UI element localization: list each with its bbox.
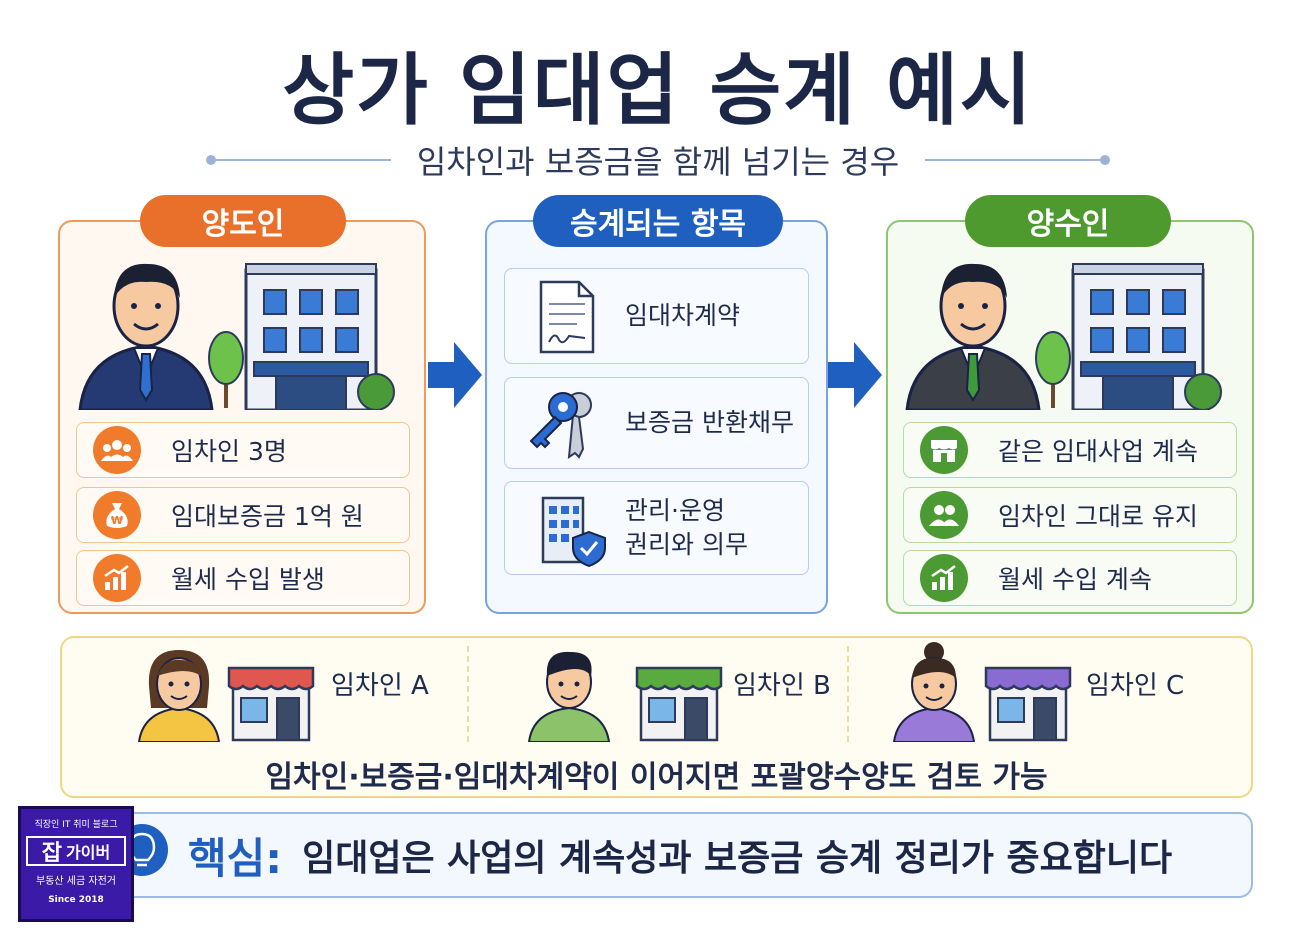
- tenant-a-name: 임차인 A: [331, 671, 429, 701]
- key-point-text: 임대업은 사업의 계속성과 보증금 승계 정리가 중요합니다: [302, 838, 1173, 879]
- seller-header: 양도인: [140, 195, 346, 247]
- badge-logo-small: 가이버: [66, 843, 111, 862]
- transferred-items-header: 승계되는 항목: [533, 195, 783, 247]
- seller-item-tenants: 임차인 3명: [76, 422, 410, 478]
- bush-icon: [357, 373, 395, 410]
- subtitle-row: 임차인과 보증금을 함께 넘기는 경우: [206, 140, 1110, 181]
- tenant-c-name: 임차인 C: [1086, 671, 1185, 701]
- store-icon: [920, 426, 968, 474]
- page-subtitle: 임차인과 보증금을 함께 넘기는 경우: [416, 143, 900, 181]
- seller-item-label: 임차인 3명: [171, 437, 287, 466]
- buyer-item-tenants: 임차인 그대로 유지: [903, 487, 1237, 543]
- buyer-item-business: 같은 임대사업 계속: [903, 422, 1237, 478]
- businessman-avatar: [78, 263, 214, 410]
- growth-chart-icon: [93, 554, 141, 602]
- buyer-header: 양수인: [965, 195, 1171, 247]
- badge-tagline: 직장인 IT 취미 블로그: [34, 820, 118, 830]
- blog-logo-badge: 직장인 IT 취미 블로그 잡 가이버 부동산 세금 자전거 Since 201…: [18, 806, 134, 922]
- seller-item-deposit: ₩ 임대보증금 1억 원: [76, 487, 410, 543]
- building-icon: [244, 263, 378, 410]
- tenants-note: 임차인·보증금·임대차계약이 이어지면 포괄양수양도 검토 가능: [265, 760, 1048, 795]
- store-icon: [635, 666, 723, 742]
- badge-logo: 잡 가이버: [26, 836, 126, 866]
- subtitle-divider-left: [206, 155, 391, 165]
- right-arrow-icon: [428, 342, 482, 408]
- transferred-item-deposit-obligation: 보증금 반환채무: [504, 377, 809, 469]
- contract-document-icon: [539, 280, 595, 354]
- businessman-avatar: [905, 263, 1041, 410]
- key-point-box: 핵심: 임대업은 사업의 계속성과 보증금 승계 정리가 중요합니다: [100, 812, 1253, 898]
- transferred-item-label-line1: 관리·운영: [625, 496, 725, 525]
- svg-text:₩: ₩: [111, 514, 123, 527]
- tenant-b-name: 임차인 B: [733, 671, 831, 701]
- tenant-divider: [847, 646, 849, 742]
- tenant-a-illustration: [137, 650, 315, 742]
- buyer-illustration: [905, 263, 1222, 410]
- transferred-item-label: 보증금 반환채무: [625, 408, 794, 437]
- store-icon: [227, 666, 315, 742]
- keys-icon: [529, 392, 592, 459]
- buyer-item-rent: 월세 수입 계속: [903, 550, 1237, 606]
- buyer-item-label: 월세 수입 계속: [998, 565, 1152, 594]
- key-point-label: 핵심:: [188, 833, 283, 883]
- seller-item-label: 월세 수입 발생: [171, 565, 325, 594]
- people-icon: [93, 426, 141, 474]
- tenant-divider: [467, 646, 469, 742]
- growth-chart-icon: [920, 554, 968, 602]
- subtitle-divider-right: [925, 155, 1110, 165]
- tenant-woman-avatar: [892, 642, 976, 742]
- seller-illustration: [78, 263, 395, 410]
- buyer-item-label: 임차인 그대로 유지: [998, 502, 1198, 531]
- money-bag-icon: ₩: [93, 491, 141, 539]
- badge-since: Since 2018: [48, 895, 104, 905]
- people-icon: [920, 491, 968, 539]
- tenant-c-illustration: [892, 642, 1072, 742]
- page-title: 상가 임대업 승계 예시: [282, 46, 1034, 136]
- transferred-item-label: 임대차계약: [625, 301, 741, 330]
- tenant-man-avatar: [527, 651, 611, 742]
- buyer-item-label: 같은 임대사업 계속: [998, 437, 1198, 466]
- tree-icon: [1035, 331, 1071, 408]
- bush-icon: [1184, 373, 1222, 410]
- transferred-item-label-line2: 권리와 의무: [625, 530, 748, 559]
- seller-item-rent: 월세 수입 발생: [76, 550, 410, 606]
- building-shield-icon: [541, 496, 606, 568]
- badge-subtitle: 부동산 세금 자전거: [36, 876, 116, 887]
- transferred-item-rights: 관리·운영 권리와 의무: [504, 481, 809, 575]
- tree-icon: [208, 331, 244, 408]
- tenant-woman-avatar: [137, 650, 221, 742]
- building-icon: [1071, 263, 1205, 410]
- seller-item-label: 임대보증금 1억 원: [171, 502, 364, 531]
- badge-logo-big: 잡: [41, 841, 63, 866]
- transferred-item-contract: 임대차계약: [504, 268, 809, 364]
- right-arrow-icon: [828, 342, 882, 408]
- store-icon: [984, 666, 1072, 742]
- tenant-b-illustration: [527, 651, 723, 742]
